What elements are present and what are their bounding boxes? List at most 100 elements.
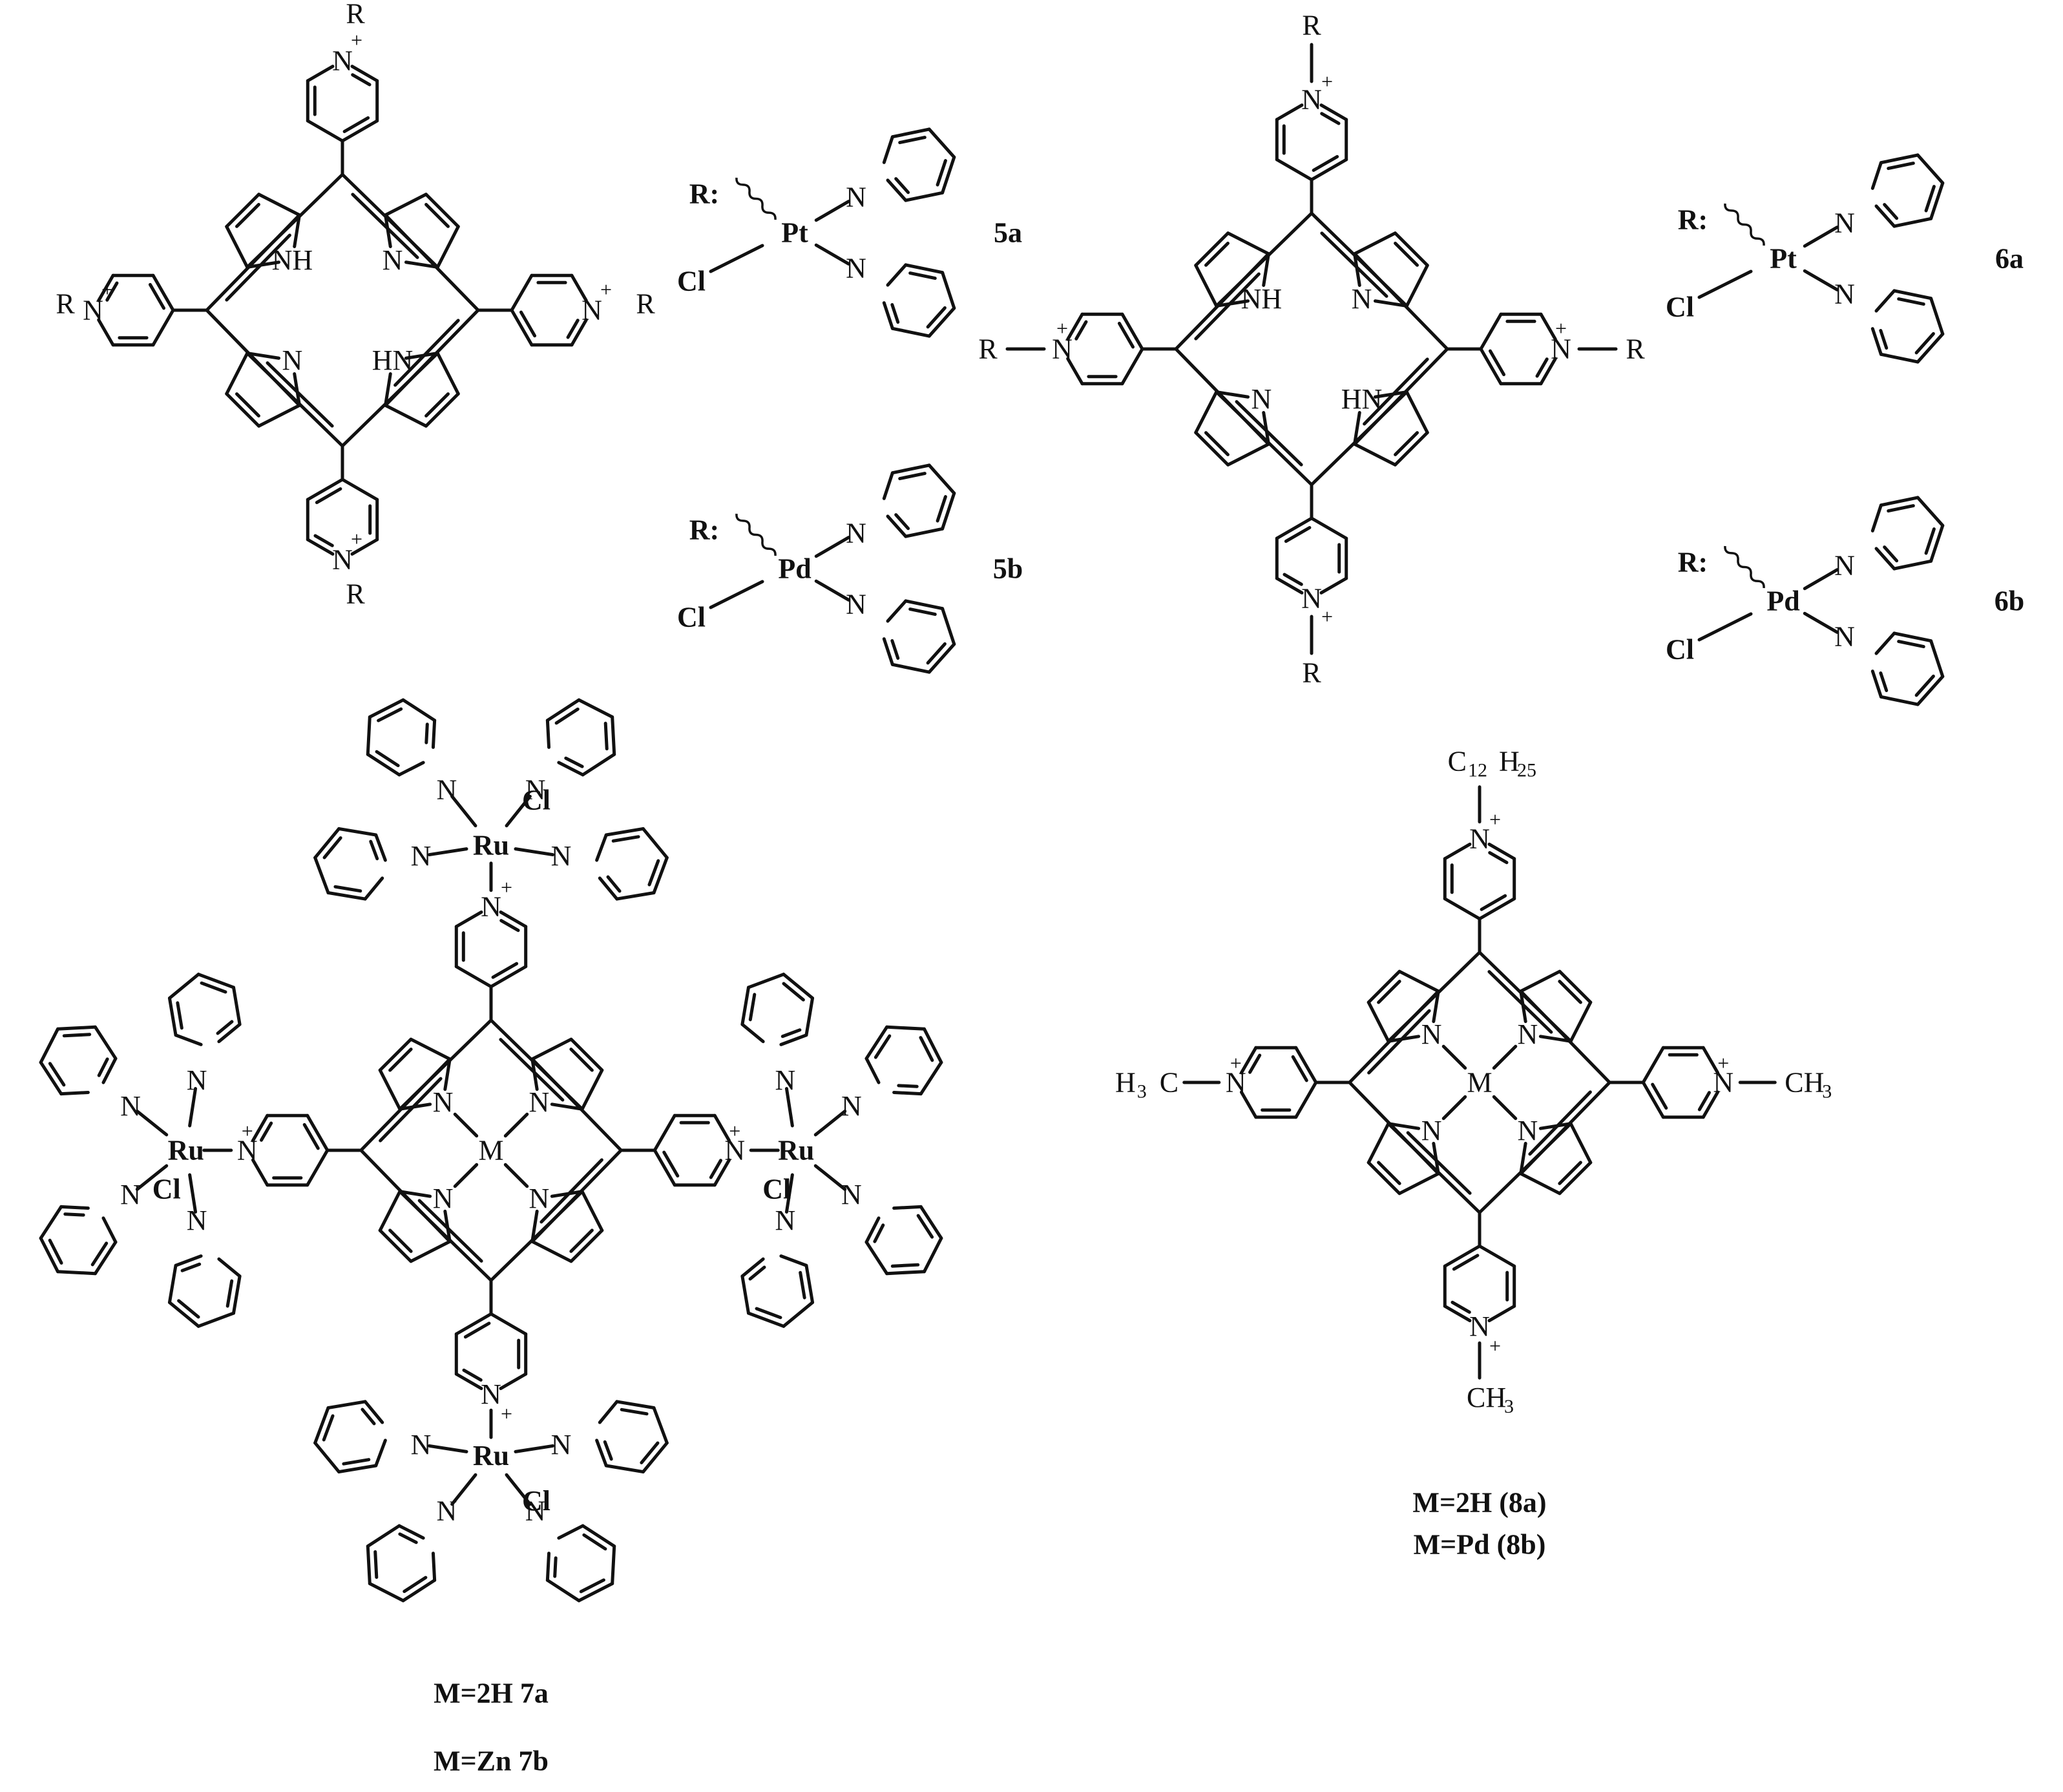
double-bond-line bbox=[216, 1020, 234, 1035]
double-bond-line bbox=[582, 1533, 607, 1551]
bond-line bbox=[39, 1205, 63, 1240]
atom-label: CH bbox=[1467, 1382, 1506, 1413]
bond-line bbox=[1519, 1141, 1527, 1175]
positive-charge: + bbox=[351, 527, 362, 551]
double-bond-line bbox=[640, 1441, 660, 1464]
bond-line bbox=[604, 1464, 645, 1474]
bond-line bbox=[435, 225, 460, 269]
bond-line bbox=[1319, 576, 1348, 595]
bond-line bbox=[350, 538, 379, 556]
bond-line bbox=[1367, 1000, 1390, 1043]
bond-line bbox=[530, 1037, 573, 1061]
bond-line bbox=[409, 1239, 452, 1263]
bond-line bbox=[779, 1254, 808, 1267]
bond-line bbox=[545, 1552, 551, 1582]
double-bond-line bbox=[919, 1036, 934, 1062]
bond-line bbox=[257, 403, 301, 428]
double-bond-line bbox=[748, 1265, 766, 1281]
bond-line bbox=[1701, 1046, 1720, 1075]
bond-line bbox=[1697, 612, 1753, 642]
bond-line bbox=[499, 1372, 528, 1391]
bond-line bbox=[306, 65, 335, 83]
bond-line bbox=[363, 876, 384, 901]
bond-line bbox=[581, 1524, 616, 1548]
bond-line bbox=[313, 1406, 330, 1445]
double-bond-line bbox=[235, 202, 260, 228]
bond-line bbox=[363, 1400, 384, 1424]
bond-line bbox=[545, 1578, 581, 1603]
bond-line bbox=[378, 1068, 402, 1111]
bond-line bbox=[1174, 252, 1270, 351]
positive-charge: + bbox=[1717, 1051, 1729, 1075]
atom-label: CH bbox=[1785, 1067, 1824, 1099]
bond-line bbox=[1929, 297, 1945, 336]
bond-line bbox=[709, 244, 764, 273]
positive-charge: + bbox=[501, 1402, 512, 1425]
bond-line bbox=[713, 1158, 731, 1187]
bond-line bbox=[569, 1228, 604, 1263]
bond-line bbox=[927, 642, 956, 674]
bond-line bbox=[454, 1372, 483, 1391]
bond-line bbox=[904, 191, 945, 202]
bond-line bbox=[1879, 352, 1920, 364]
bond-line bbox=[1441, 1044, 1467, 1070]
bond-line bbox=[740, 986, 750, 1026]
atom-label: Ru bbox=[473, 1440, 509, 1471]
double-bond-line bbox=[48, 1062, 66, 1087]
bond-line bbox=[313, 1441, 341, 1474]
bond-line bbox=[306, 1113, 330, 1152]
bond-line bbox=[1916, 332, 1945, 364]
double-bond-line bbox=[1450, 1300, 1471, 1314]
double-bond-line bbox=[333, 885, 362, 893]
bond-line bbox=[450, 794, 477, 828]
bond-line bbox=[784, 1087, 794, 1128]
bond-line bbox=[904, 527, 945, 538]
double-bond-line bbox=[393, 319, 460, 387]
bond-line bbox=[1226, 231, 1270, 256]
bond-line bbox=[1929, 523, 1945, 563]
bond-line bbox=[196, 973, 236, 989]
atom-label: N bbox=[525, 774, 546, 806]
double-bond-line bbox=[200, 981, 227, 994]
bond-line bbox=[1803, 568, 1839, 591]
bond-line bbox=[232, 986, 242, 1026]
double-bond-line bbox=[1883, 545, 1899, 563]
bipyridine-ligand: NN bbox=[814, 127, 956, 338]
atom-label: N bbox=[433, 1183, 454, 1214]
double-bond-line bbox=[302, 1123, 320, 1150]
bond-line bbox=[1275, 158, 1314, 182]
bipyridine-ligand: NN bbox=[1803, 153, 1945, 364]
bond-line bbox=[188, 1087, 198, 1128]
double-bond-line bbox=[1377, 1161, 1401, 1185]
bond-line bbox=[1310, 211, 1408, 308]
bond-line bbox=[384, 403, 428, 428]
bond-line bbox=[1367, 969, 1401, 1004]
double-bond-line bbox=[1887, 162, 1915, 171]
bond-line bbox=[641, 1441, 669, 1474]
bond-line bbox=[782, 1300, 815, 1328]
double-bond-line bbox=[1406, 1131, 1472, 1195]
bond-line bbox=[1870, 327, 1883, 356]
bond-line bbox=[1487, 842, 1516, 861]
bond-line bbox=[510, 308, 534, 347]
atom-label: R bbox=[56, 288, 75, 320]
bond-line bbox=[435, 352, 460, 395]
double-bond-line bbox=[1914, 332, 1935, 355]
bond-line bbox=[359, 1057, 452, 1152]
bond-line bbox=[615, 1400, 656, 1409]
bond-line bbox=[1441, 1095, 1467, 1121]
double-bond-line bbox=[398, 1532, 418, 1544]
double-bond-line bbox=[1914, 674, 1935, 697]
bond-line bbox=[1478, 1244, 1516, 1268]
bond-line bbox=[611, 1544, 616, 1586]
positive-charge: + bbox=[1555, 317, 1567, 340]
subscript-label: 25 bbox=[1517, 759, 1536, 781]
double-bond-line bbox=[566, 319, 580, 339]
bond-line bbox=[1874, 631, 1896, 655]
bond-line bbox=[569, 1037, 604, 1072]
bond-line bbox=[225, 193, 261, 229]
bond-line bbox=[174, 1254, 203, 1267]
double-bond-line bbox=[403, 1576, 428, 1594]
bond-line bbox=[217, 1257, 242, 1278]
